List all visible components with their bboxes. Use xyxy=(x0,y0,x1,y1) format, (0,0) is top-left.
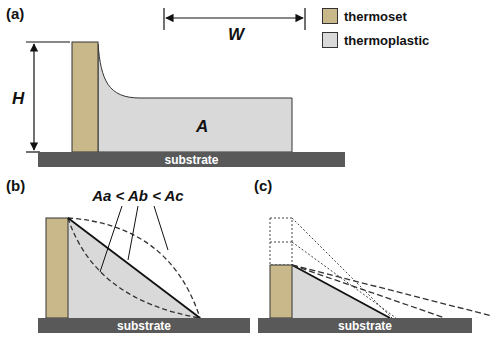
panel-letter: (c) xyxy=(254,178,272,193)
legend-swatch xyxy=(322,32,338,48)
legend-entry: thermoset xyxy=(322,8,407,24)
dimension-label: A xyxy=(196,118,208,135)
substrate-label: substrate xyxy=(338,320,392,332)
panel-b xyxy=(46,206,200,318)
panel-a xyxy=(26,8,305,152)
legend-label: thermoplastic xyxy=(344,33,429,48)
legend-label: thermoset xyxy=(344,9,407,24)
panel-letter: (b) xyxy=(6,178,25,193)
substrate-label: substrate xyxy=(164,154,218,166)
legend-entry: thermoplastic xyxy=(322,32,429,48)
area-relation: Aa < Ab < Ac xyxy=(92,188,183,203)
substrate-bar: substrate xyxy=(38,318,250,333)
substrate-label: substrate xyxy=(117,320,171,332)
panel-c xyxy=(270,218,492,318)
dimension-label: H xyxy=(12,90,24,107)
substrate-bar: substrate xyxy=(38,152,345,167)
substrate-bar: substrate xyxy=(258,318,472,333)
legend-swatch xyxy=(322,8,338,24)
dimension-label: W xyxy=(226,26,246,43)
panel-letter: (a) xyxy=(6,6,24,21)
